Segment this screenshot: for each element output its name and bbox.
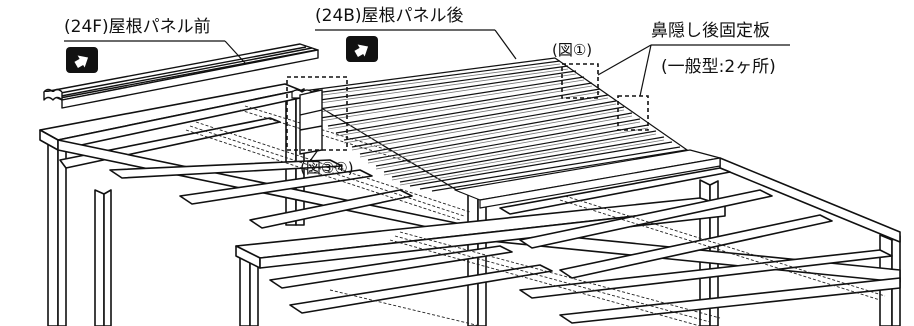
fascia-plate-note: (一般型:2ヶ所) [661,57,776,77]
fig1-label: (図①) [552,41,593,59]
frame-structure [39,83,901,326]
callout-box-fascia [617,95,649,131]
front-roof-panel [43,43,319,109]
fig34-label: (図③④) [300,159,354,177]
hidden-purlin-lines [185,105,886,326]
direction-arrow-icon [66,47,98,73]
leader-lines [64,29,790,162]
front-panel-label: (24F)屋根パネル前 [64,17,211,37]
callout-box-fig1 [561,63,599,99]
fixing-plate-left [299,89,323,155]
direction-arrow-icon [346,36,378,62]
callout-box-fig34 [286,76,348,151]
fascia-plate-label: 鼻隠し後固定板 [651,21,770,41]
rear-roof-panel [294,57,721,209]
rear-panel-label: (24B)屋根パネル後 [315,6,464,26]
callout-boxes [286,63,649,151]
